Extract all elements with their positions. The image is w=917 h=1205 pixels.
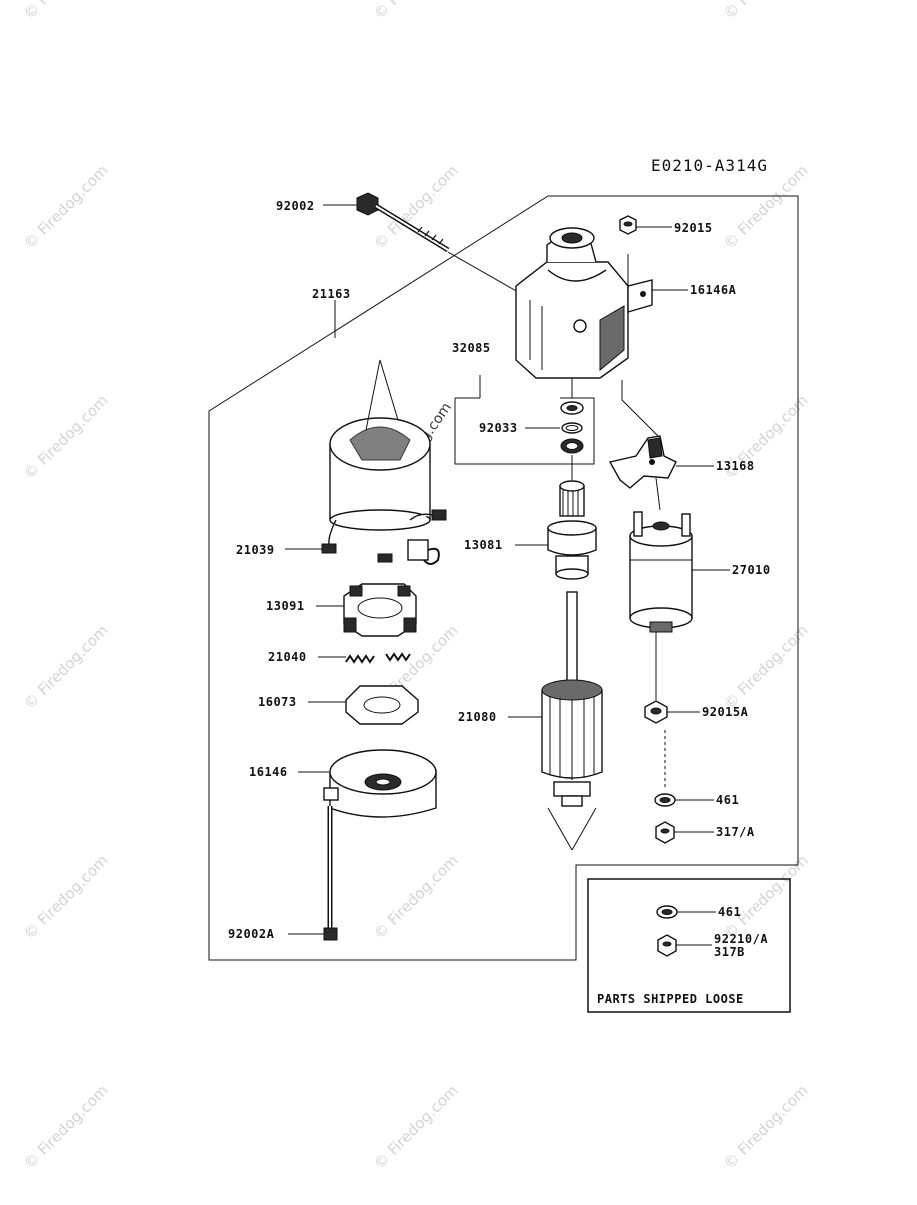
watermark: © Firedog.com xyxy=(370,0,462,23)
leader-housing-lever xyxy=(621,380,659,437)
watermark: © Firedog.com xyxy=(20,621,112,713)
label-27010: 27010 xyxy=(732,563,771,577)
label-13091: 13091 xyxy=(266,599,305,613)
plate-16073 xyxy=(345,685,419,725)
label-21040: 21040 xyxy=(268,650,307,664)
watermark: © Firedog.com xyxy=(370,161,462,253)
yoke-21039 xyxy=(321,359,447,565)
armature-21080 xyxy=(541,591,603,851)
label-21039: 21039 xyxy=(236,543,275,557)
nut-92015A xyxy=(644,700,668,724)
assembly-frame xyxy=(208,195,799,961)
springs-21040 xyxy=(345,652,411,664)
label-92002A: 92002A xyxy=(228,927,275,941)
washer-461-loose xyxy=(656,905,678,919)
label-317B: 317B xyxy=(714,945,745,959)
watermark: © Firedog.com xyxy=(20,1081,112,1173)
solenoid-27010 xyxy=(629,511,693,633)
label-461-loose: 461 xyxy=(718,905,741,919)
leader-bolt-axis xyxy=(447,251,519,293)
label-92210A: 92210/A xyxy=(714,932,768,946)
washer-92033 xyxy=(560,401,584,454)
nut-92015 xyxy=(619,215,637,235)
leader-lever-solenoid xyxy=(655,477,661,511)
kit-bracket-32085 xyxy=(454,397,595,465)
label-21080: 21080 xyxy=(458,710,497,724)
watermark: © Firedog.com xyxy=(20,161,112,253)
watermark: © Firedog.com xyxy=(20,391,112,483)
pinion-13081 xyxy=(547,480,597,580)
washer-461 xyxy=(654,793,676,807)
label-16146A: 16146A xyxy=(690,283,737,297)
label-32085: 32085 xyxy=(452,341,491,355)
watermark: © Firedog.com xyxy=(20,851,112,943)
lever-13168 xyxy=(608,435,677,489)
watermark: © Firedog.com xyxy=(20,0,112,23)
label-16146: 16146 xyxy=(249,765,288,779)
nut-317A xyxy=(655,821,675,844)
label-92015: 92015 xyxy=(674,221,713,235)
loose-parts-box xyxy=(587,878,791,1013)
diagram-code: E0210-A314G xyxy=(651,156,768,175)
label-461: 461 xyxy=(716,793,739,807)
label-92002: 92002 xyxy=(276,199,315,213)
label-92015A: 92015A xyxy=(702,705,749,719)
bolt-92002 xyxy=(356,192,450,253)
watermark: © Firedog.com xyxy=(720,0,812,23)
loose-parts-title: PARTS SHIPPED LOOSE xyxy=(597,992,744,1006)
nut-92210A-loose xyxy=(657,934,677,957)
watermark: © Firedog.com xyxy=(370,1081,462,1173)
label-16073: 16073 xyxy=(258,695,297,709)
watermark: © Firedog.com xyxy=(370,851,462,943)
brush-holder-13091 xyxy=(343,583,417,637)
label-21163: 21163 xyxy=(312,287,351,301)
watermark: © Firedog.com xyxy=(720,1081,812,1173)
rear-cover-16146 xyxy=(323,749,437,818)
label-317A: 317/A xyxy=(716,825,755,839)
bolt-92002A xyxy=(323,806,338,941)
front-housing-16146A xyxy=(515,227,653,379)
label-13168: 13168 xyxy=(716,459,755,473)
label-13081: 13081 xyxy=(464,538,503,552)
label-92033: 92033 xyxy=(479,421,518,435)
